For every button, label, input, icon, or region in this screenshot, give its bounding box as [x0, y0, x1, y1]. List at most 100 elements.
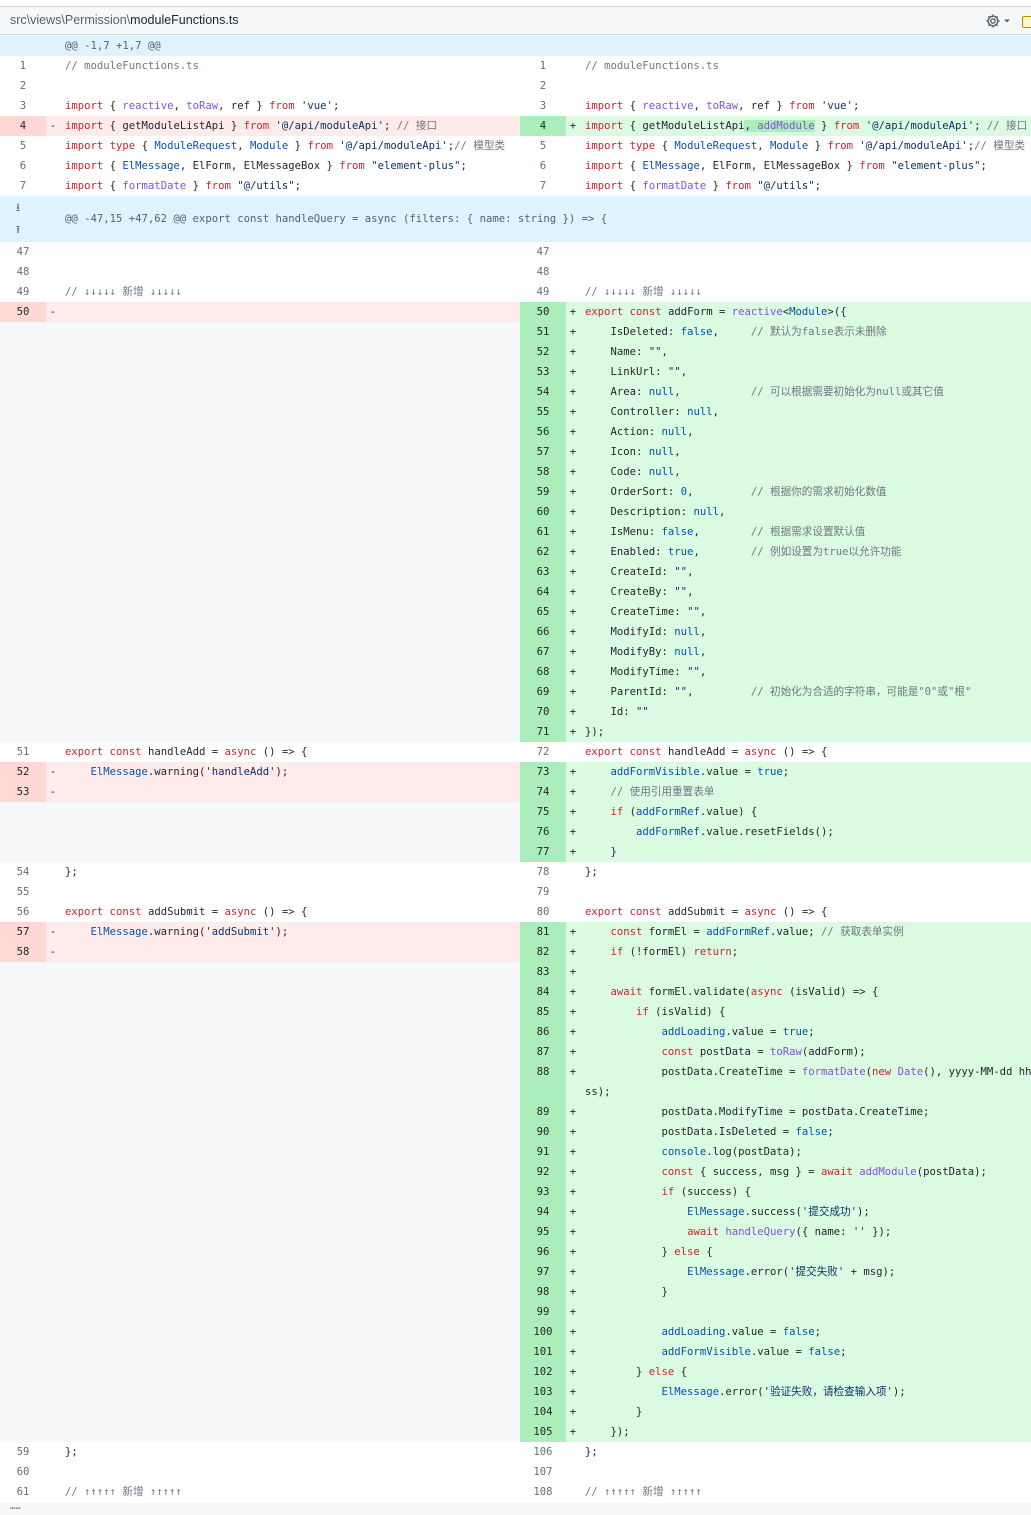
expand-down-icon[interactable]: ⭳ [16, 201, 20, 214]
right-line-number[interactable]: 69 [520, 682, 566, 702]
right-line-number[interactable]: 82 [520, 942, 566, 962]
right-line-number[interactable]: 60 [520, 502, 566, 522]
left-line-number[interactable]: 51 [16, 746, 30, 758]
right-line-number[interactable]: 47 [536, 246, 550, 258]
right-line-number[interactable]: 1 [539, 60, 547, 72]
right-line-number[interactable]: 76 [520, 822, 566, 842]
right-line-number[interactable]: 48 [536, 266, 550, 278]
right-line-number[interactable]: 83 [520, 962, 566, 982]
hunk-expand-gutter[interactable] [0, 36, 46, 56]
right-line-number[interactable]: 97 [520, 1262, 566, 1282]
right-line-number[interactable]: 64 [520, 582, 566, 602]
left-line-number[interactable]: 50 [0, 302, 46, 322]
expand-up-icon[interactable]: ⭱ [16, 223, 20, 236]
right-line-number[interactable]: 55 [520, 402, 566, 422]
right-line-number[interactable]: 104 [520, 1402, 566, 1422]
right-line-number[interactable]: 86 [520, 1022, 566, 1042]
right-line-number[interactable]: 61 [520, 522, 566, 542]
right-line-number[interactable]: 91 [520, 1142, 566, 1162]
right-line-number[interactable]: 74 [520, 782, 566, 802]
left-line-number[interactable]: 4 [0, 116, 46, 136]
left-line-number[interactable]: 57 [0, 922, 46, 942]
right-line-number[interactable]: 90 [520, 1122, 566, 1142]
right-line-number[interactable]: 68 [520, 662, 566, 682]
right-line-number[interactable]: 93 [520, 1182, 566, 1202]
left-line-number[interactable]: 54 [16, 866, 30, 878]
right-line-number[interactable]: 84 [520, 982, 566, 1002]
right-line-number[interactable]: 108 [533, 1486, 553, 1498]
right-line-number[interactable]: 63 [520, 562, 566, 582]
right-line-number[interactable]: 51 [520, 322, 566, 342]
right-line-number[interactable]: 77 [520, 842, 566, 862]
right-line-number[interactable]: 4 [520, 116, 566, 136]
left-line-number[interactable]: 1 [19, 60, 27, 72]
right-line-number[interactable]: 99 [520, 1302, 566, 1322]
right-line-number[interactable]: 6 [539, 160, 547, 172]
right-line-number[interactable]: 67 [520, 642, 566, 662]
right-line-number[interactable]: 107 [533, 1466, 553, 1478]
right-line-number[interactable]: 80 [536, 906, 550, 918]
left-line-number[interactable]: 2 [19, 80, 27, 92]
right-line-number[interactable]: 87 [520, 1042, 566, 1062]
right-line-number[interactable]: 56 [520, 422, 566, 442]
right-line-number[interactable]: 73 [520, 762, 566, 782]
right-line-number[interactable]: 101 [520, 1342, 566, 1362]
hunk-expand-gutter[interactable]: ⭳⭱ [0, 196, 46, 242]
left-line-number[interactable]: 61 [16, 1486, 30, 1498]
right-line-number[interactable]: 88 [520, 1062, 566, 1082]
right-line-number[interactable]: 85 [520, 1002, 566, 1022]
right-line-number[interactable]: 70 [520, 702, 566, 722]
left-line-number[interactable]: 3 [19, 100, 27, 112]
right-line-number[interactable]: 81 [520, 922, 566, 942]
right-line-number[interactable]: 57 [520, 442, 566, 462]
right-line-number[interactable]: 71 [520, 722, 566, 742]
left-line-number[interactable]: 59 [16, 1446, 30, 1458]
left-line-number[interactable]: 5 [19, 140, 27, 152]
right-line-number[interactable]: 98 [520, 1282, 566, 1302]
left-line-number[interactable]: 6 [19, 160, 27, 172]
right-line-number[interactable]: 59 [520, 482, 566, 502]
right-line-number[interactable]: 65 [520, 602, 566, 622]
left-line-number[interactable]: 53 [0, 782, 46, 802]
right-line-number[interactable]: 106 [533, 1446, 553, 1458]
right-line-number[interactable]: 52 [520, 342, 566, 362]
right-line-number[interactable]: 58 [520, 462, 566, 482]
right-line-number[interactable]: 54 [520, 382, 566, 402]
right-line-number[interactable]: 95 [520, 1222, 566, 1242]
right-line-number[interactable]: 103 [520, 1382, 566, 1402]
right-line-number[interactable]: 94 [520, 1202, 566, 1222]
right-line-number[interactable]: 2 [539, 80, 547, 92]
right-line-number[interactable]: 66 [520, 622, 566, 642]
right-line-number[interactable]: 72 [536, 746, 550, 758]
right-line-number[interactable]: 49 [536, 286, 550, 298]
right-line-number[interactable]: 105 [520, 1422, 566, 1442]
left-line-number[interactable]: 55 [16, 886, 30, 898]
right-line-number[interactable]: 5 [539, 140, 547, 152]
left-line-number[interactable]: 58 [0, 942, 46, 962]
file-path[interactable]: src\views\Permission\moduleFunctions.ts [10, 13, 239, 27]
right-line-number[interactable]: 96 [520, 1242, 566, 1262]
left-line-number[interactable]: 60 [16, 1466, 30, 1478]
right-line-number[interactable]: 78 [536, 866, 550, 878]
expand-dots-icon[interactable]: ⋯⋯ [10, 1504, 21, 1514]
right-line-number[interactable]: 79 [536, 886, 550, 898]
diff-row: 98+ } [0, 1282, 1031, 1302]
expand-down-bar[interactable] [0, 1503, 1031, 1515]
left-line-number[interactable]: 52 [0, 762, 46, 782]
right-line-number[interactable]: 100 [520, 1322, 566, 1342]
right-line-number[interactable]: 7 [539, 180, 547, 192]
left-line-number[interactable]: 47 [16, 246, 30, 258]
right-line-number[interactable]: 53 [520, 362, 566, 382]
left-line-number[interactable]: 48 [16, 266, 30, 278]
right-line-number[interactable]: 89 [520, 1102, 566, 1122]
left-line-number[interactable]: 49 [16, 286, 30, 298]
settings-menu-button[interactable] [985, 13, 1015, 29]
right-line-number[interactable]: 62 [520, 542, 566, 562]
right-line-number[interactable]: 102 [520, 1362, 566, 1382]
left-line-number[interactable]: 56 [16, 906, 30, 918]
right-line-number[interactable]: 50 [520, 302, 566, 322]
right-line-number[interactable]: 3 [539, 100, 547, 112]
right-line-number[interactable]: 75 [520, 802, 566, 822]
left-line-number[interactable]: 7 [19, 180, 27, 192]
right-line-number[interactable]: 92 [520, 1162, 566, 1182]
